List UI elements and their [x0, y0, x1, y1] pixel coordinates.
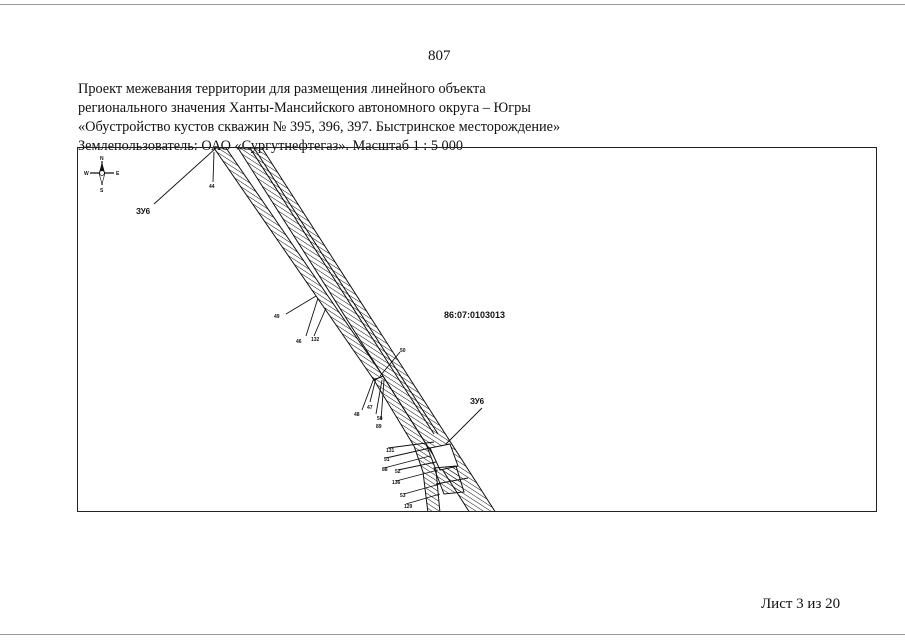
- title-line-3: «Обустройство кустов скважин № 395, 396,…: [78, 119, 561, 135]
- corridor-strip-left: [213, 148, 384, 381]
- cadastral-number: 86:07:0103013: [444, 310, 505, 320]
- point-48: 48: [354, 412, 360, 418]
- map-frame: N S W E ЗУ6 ЗУ6: [77, 147, 877, 512]
- point-136: 136: [392, 480, 401, 486]
- zone-label-1: ЗУ6: [136, 207, 151, 216]
- compass-s: S: [100, 188, 104, 194]
- point-88: 88: [382, 467, 388, 473]
- point-49: 49: [274, 314, 280, 320]
- title-line-2: регионального значения Ханты-Мансийского…: [78, 100, 531, 116]
- point-89: 89: [376, 424, 382, 430]
- corridor-center-line-2: [253, 148, 439, 435]
- point-129: 129: [404, 504, 413, 510]
- page-bottom-rule: [0, 634, 905, 635]
- corridor-center-line: [249, 148, 435, 435]
- title-line-1: Проект межевания территории для размещен…: [78, 81, 486, 97]
- point-132: 132: [311, 337, 320, 343]
- plot-lower-edge: [435, 477, 469, 485]
- compass-n: N: [100, 156, 104, 162]
- compass-w: W: [84, 171, 89, 177]
- title-line-4: Землепользователь: ОАО «Сургутнефтегаз».…: [78, 138, 464, 154]
- point-52: 52: [395, 469, 401, 475]
- plot-lower: [429, 443, 459, 471]
- document-title: Проект межевания территории для размещен…: [78, 80, 560, 156]
- plot-lower-inner: [433, 465, 465, 495]
- compass-e: E: [116, 171, 120, 177]
- point-50a: 50: [400, 348, 406, 354]
- page-number: 807: [428, 48, 451, 64]
- point-44: 44: [209, 184, 215, 190]
- point-46: 46: [296, 339, 302, 345]
- point-50b: 50: [377, 416, 383, 422]
- leader-lines: [153, 148, 483, 505]
- sheet-number: Лист 3 из 20: [761, 596, 841, 612]
- point-47: 47: [367, 405, 373, 411]
- point-51: 51: [384, 457, 390, 463]
- point-53: 53: [400, 493, 406, 499]
- zone-label-2: ЗУ6: [470, 397, 485, 406]
- map-drawing: N S W E ЗУ6 ЗУ6: [84, 148, 505, 511]
- point-131: 131: [386, 448, 395, 454]
- page-top-rule: [0, 4, 905, 5]
- compass-rose-icon: N S W E: [84, 156, 120, 194]
